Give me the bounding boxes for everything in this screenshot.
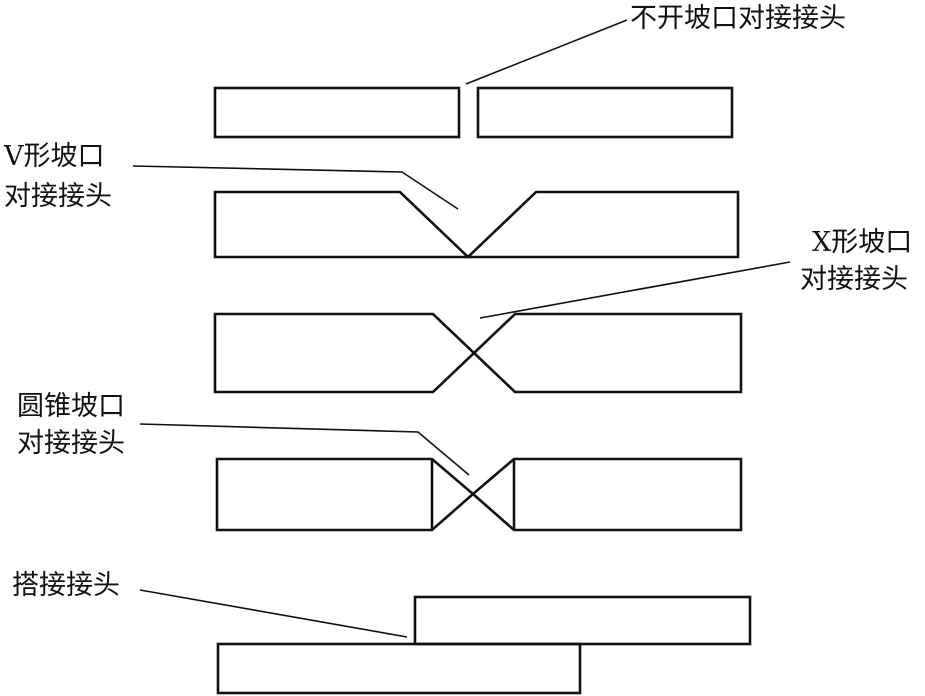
x-groove-left-plate bbox=[213, 312, 476, 394]
cone-groove-left-plate bbox=[215, 457, 475, 532]
lap-top-plate bbox=[413, 595, 752, 646]
v-groove-right-plate bbox=[464, 190, 740, 259]
cone-groove-joint: 圆锥坡口 对接接头 bbox=[17, 391, 743, 532]
v-groove-joint: V形坡口 对接接头 bbox=[3, 141, 740, 259]
lap-leader-line bbox=[139, 589, 408, 638]
square-butt-right-plate bbox=[476, 86, 734, 139]
square-butt-joint: 不开坡口对接接头 bbox=[213, 3, 846, 139]
square-butt-left-plate bbox=[213, 86, 461, 139]
lap-bottom-plate bbox=[216, 642, 582, 695]
square-butt-label: 不开坡口对接接头 bbox=[630, 3, 846, 34]
x-groove-label-line2: 对接接头 bbox=[800, 264, 908, 295]
x-groove-label-line1: X形坡口 bbox=[812, 227, 912, 258]
cone-groove-label-line1: 圆锥坡口 bbox=[17, 391, 125, 422]
x-groove-leader-line bbox=[479, 261, 791, 319]
x-groove-joint: X形坡口 对接接头 bbox=[213, 227, 912, 394]
square-butt-leader-line bbox=[465, 19, 628, 85]
v-groove-left-plate bbox=[213, 190, 472, 259]
lap-joint: 搭接接头 bbox=[12, 570, 752, 695]
cone-groove-label-line2: 对接接头 bbox=[17, 428, 125, 459]
x-groove-right-plate bbox=[472, 312, 743, 394]
cone-groove-leader-line bbox=[139, 423, 470, 476]
lap-label: 搭接接头 bbox=[12, 570, 120, 601]
v-groove-leader-line bbox=[132, 165, 459, 210]
cone-groove-right-plate bbox=[471, 457, 743, 532]
v-groove-label-line1: V形坡口 bbox=[3, 141, 105, 172]
v-groove-label-line2: 对接接头 bbox=[4, 181, 112, 212]
